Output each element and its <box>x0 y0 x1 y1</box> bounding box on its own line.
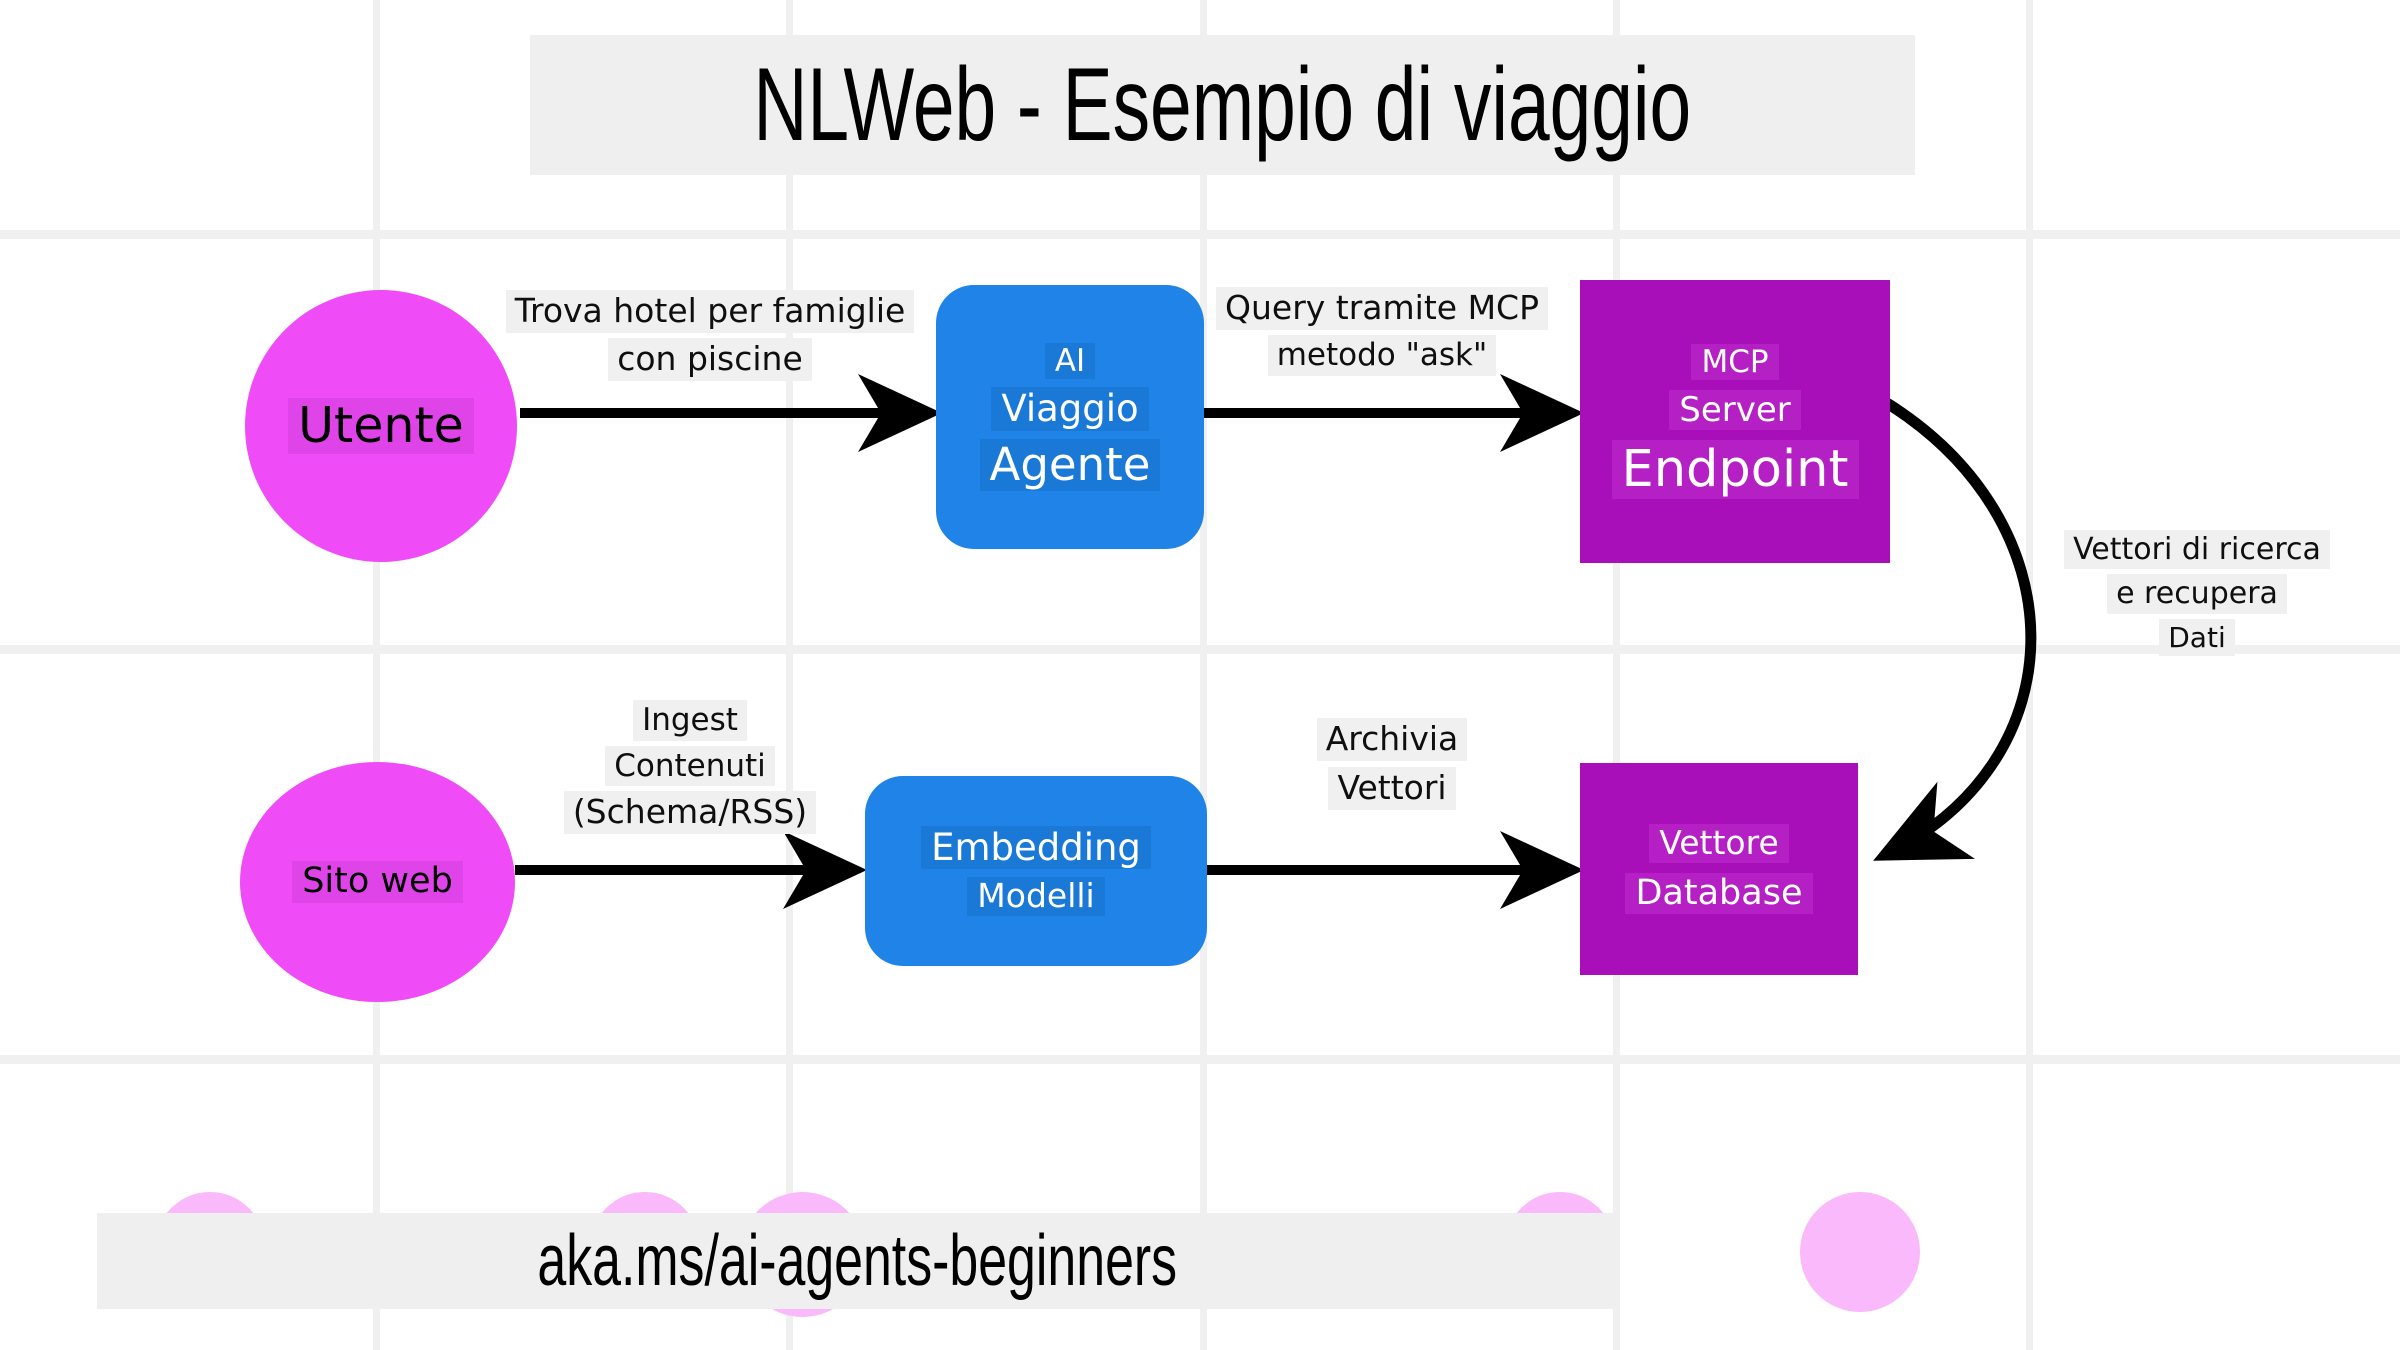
edge-label-line: Contenuti <box>605 745 775 787</box>
footer-url-text: aka.ms/ai-agents-beginners <box>537 1221 1177 1301</box>
node-vectordb-line-2: Database <box>1625 872 1813 915</box>
node-embedding-modelli[interactable]: Embedding Modelli <box>865 776 1207 966</box>
node-agent-line-1: AI <box>1044 342 1096 380</box>
edge-label-line: Trova hotel per famiglie <box>505 290 915 333</box>
node-sito-web-label: Sito web <box>292 861 463 903</box>
edge-label-agent-to-mcp: Query tramite MCP metodo "ask" <box>1216 287 1548 376</box>
gridline-vertical <box>786 0 793 1350</box>
edge-label-line: Query tramite MCP <box>1216 287 1548 330</box>
footer-banner: aka.ms/ai-agents-beginners <box>97 1213 1617 1309</box>
gridline-horizontal <box>0 1055 2400 1064</box>
ghost-circle <box>1800 1192 1920 1312</box>
edge-label-line: Vettori <box>1328 766 1456 810</box>
node-mcp-line-2: Server <box>1669 390 1801 431</box>
edge-label-mcp-to-vectordb: Vettori di ricerca e recupera Dati <box>2037 530 2357 656</box>
gridline-vertical <box>1613 0 1620 1350</box>
gridline-horizontal <box>0 230 2400 239</box>
edge-label-website-to-embedding: Ingest Contenuti (Schema/RSS) <box>555 700 825 835</box>
edge-label-embedding-to-vectordb: Archivia Vettori <box>1277 718 1507 810</box>
node-utente[interactable]: Utente <box>245 290 517 562</box>
page-title: NLWeb - Esempio di viaggio <box>753 46 1692 163</box>
edge-mcp-to-vectordb <box>1873 395 2037 861</box>
title-banner: NLWeb - Esempio di viaggio <box>530 35 1915 175</box>
edge-label-line: Dati <box>2159 618 2235 656</box>
gridline-vertical <box>2026 0 2033 1350</box>
edge-label-line: Vettori di ricerca <box>2064 530 2330 570</box>
edge-label-line: con piscine <box>608 337 812 381</box>
edge-label-user-to-agent: Trova hotel per famiglie con piscine <box>505 290 915 381</box>
node-agent-line-3: Agente <box>979 438 1161 492</box>
edge-label-line: Archivia <box>1316 718 1468 761</box>
gridline-vertical <box>1200 0 1207 1350</box>
edge-label-line: (Schema/RSS) <box>563 791 817 835</box>
node-mcp-line-1: MCP <box>1691 343 1779 381</box>
node-embedding-line-2: Modelli <box>967 877 1105 917</box>
node-embedding-line-1: Embedding <box>921 825 1151 870</box>
node-agent-line-2: Viaggio <box>991 387 1149 431</box>
node-mcp-server-endpoint[interactable]: MCP Server Endpoint <box>1580 280 1890 563</box>
gridline-vertical <box>373 0 380 1350</box>
node-sito-web[interactable]: Sito web <box>240 762 515 1002</box>
node-utente-label: Utente <box>288 397 474 455</box>
edge-label-line: Ingest <box>633 700 747 741</box>
edge-label-line: metodo "ask" <box>1267 334 1497 376</box>
edge-label-line: e recupera <box>2107 574 2287 614</box>
node-ai-viaggio-agente[interactable]: AI Viaggio Agente <box>936 285 1204 549</box>
node-mcp-line-3: Endpoint <box>1611 440 1859 500</box>
node-vettore-database[interactable]: Vettore Database <box>1580 763 1858 975</box>
node-vectordb-line-1: Vettore <box>1649 823 1789 863</box>
